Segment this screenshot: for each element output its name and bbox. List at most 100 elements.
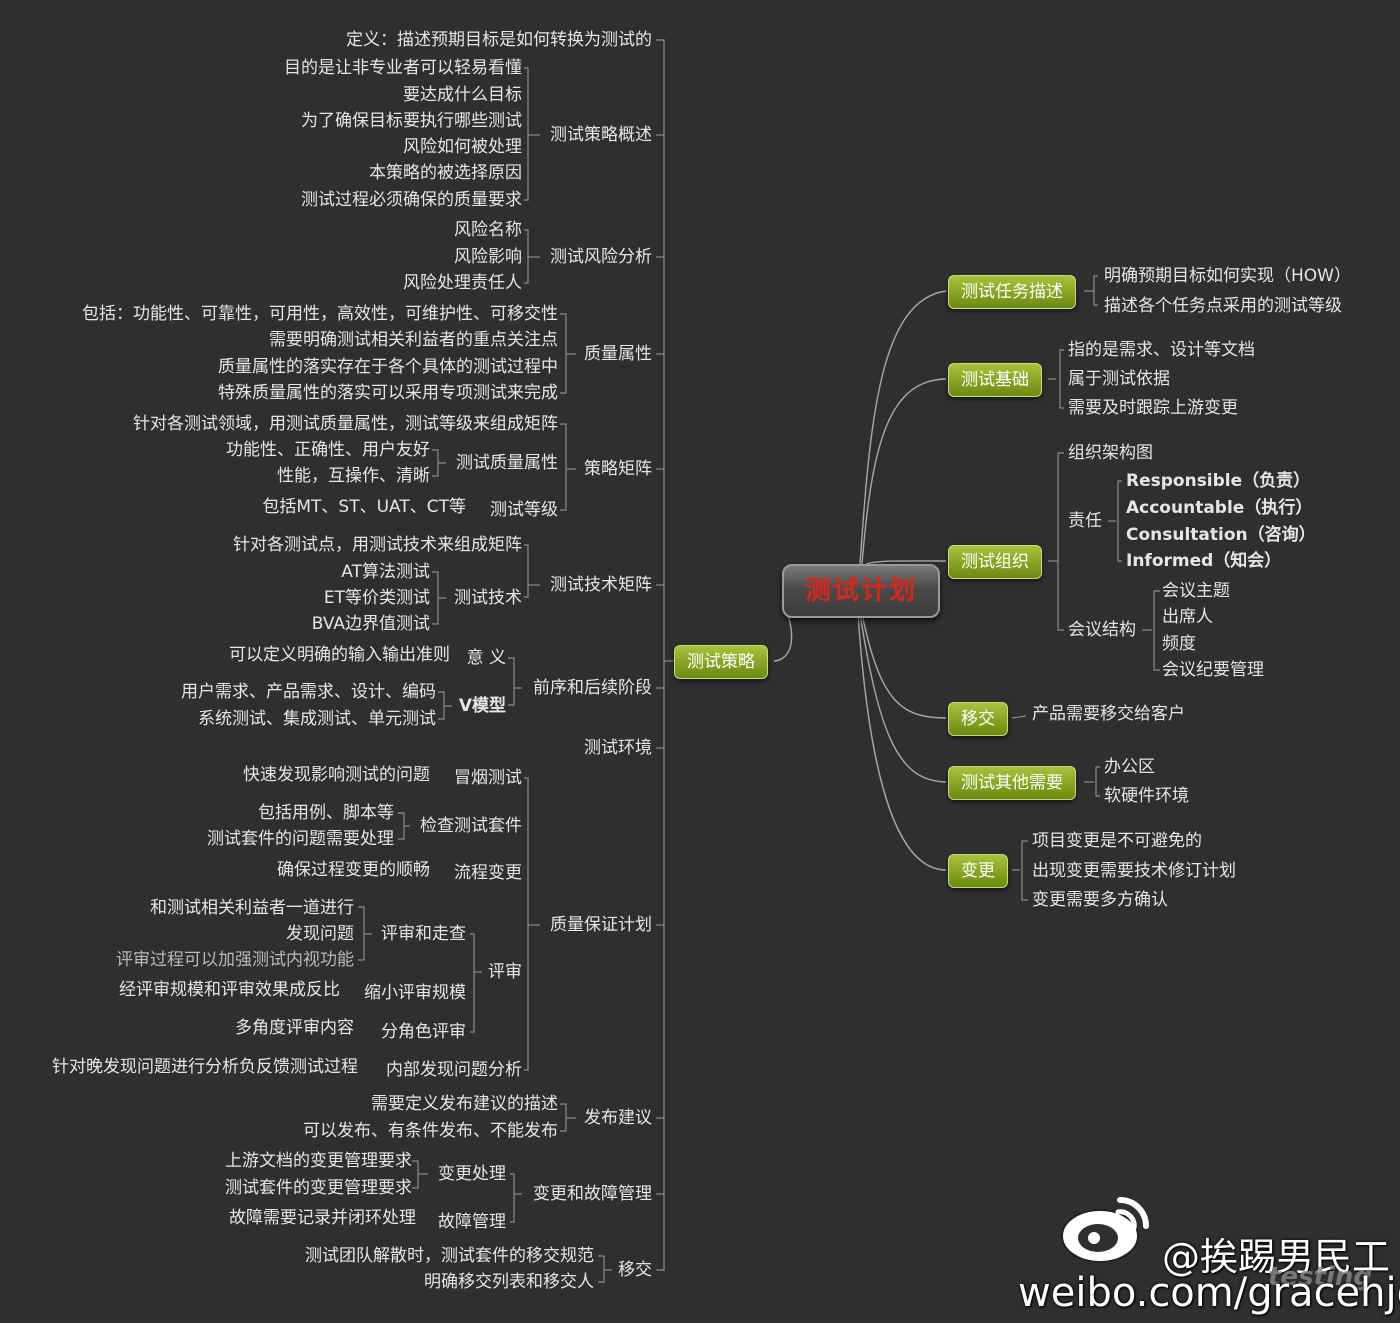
root-node[interactable]: 测试计划 [782, 564, 940, 618]
org-responsibility: 责任 [1068, 511, 1102, 531]
basis-item-docs: 指的是需求、设计等文档 [1068, 340, 1255, 360]
meeting-topic: 会议主题 [1162, 581, 1230, 601]
qa-internal-analysis: 内部发现问题分析 [386, 1060, 522, 1080]
node-test-basis[interactable]: 测试基础 [948, 363, 1042, 397]
overview-item-5: 本策略的被选择原因 [369, 163, 522, 183]
handover-item-1: 测试团队解散时，测试套件的移交规范 [305, 1246, 594, 1266]
walk-item-1: 和测试相关利益者一道进行 [150, 898, 354, 918]
phase-meaning: 意 义 [466, 648, 506, 668]
qa-role-desc: 多角度评审内容 [235, 1018, 354, 1038]
release-item-2: 可以发布、有条件发布、不能发布 [303, 1121, 558, 1141]
risk-item-2: 风险影响 [454, 247, 522, 267]
node-other-needs[interactable]: 测试其他需要 [948, 766, 1076, 800]
matrix-level-desc: 包括MT、ST、UAT、CT等 [262, 497, 466, 517]
change-handle-item-1: 上游文档的变更管理要求 [225, 1151, 412, 1171]
matrix-quality-attr: 测试质量属性 [456, 453, 558, 473]
phase-meaning-desc: 可以定义明确的输入输出准则 [229, 645, 450, 665]
risk-item-1: 风险名称 [454, 220, 522, 240]
quality-item-3: 质量属性的落实存在于各个具体的测试过程中 [218, 357, 558, 377]
qa-shrink-review: 缩小评审规模 [364, 983, 466, 1003]
matrix-test-level: 测试等级 [490, 500, 558, 520]
risk-item-3: 风险处理责任人 [403, 273, 522, 293]
qa-role-review: 分角色评审 [381, 1022, 466, 1042]
change-item-2: 出现变更需要技术修订计划 [1032, 861, 1236, 881]
overview-item-4: 风险如何被处理 [403, 137, 522, 157]
qa-suite: 检查测试套件 [420, 816, 522, 836]
weibo-logo-icon [1061, 1197, 1149, 1263]
change-handle-item-2: 测试套件的变更管理要求 [225, 1178, 412, 1198]
matrix-desc: 针对各测试领域，用测试质量属性，测试等级来组成矩阵 [133, 414, 558, 434]
qa-internal-desc: 针对晚发现问题进行分析负反馈测试过程 [52, 1057, 358, 1077]
node-test-strategy[interactable]: 测试策略 [674, 645, 768, 679]
qa-flow-desc: 确保过程变更的顺畅 [277, 860, 430, 880]
overview-item-6: 测试过程必须确保的质量要求 [301, 190, 522, 210]
node-change[interactable]: 变更 [948, 854, 1008, 888]
qa-shrink-desc: 经评审规模和评审效果成反比 [119, 980, 340, 1000]
tech-title[interactable]: 测试技术矩阵 [550, 575, 652, 595]
qa-suite-item-1: 包括用例、脚本等 [258, 803, 394, 823]
phase-title[interactable]: 前序和后续阶段 [533, 678, 652, 698]
fault-mgmt-desc: 故障需要记录并闭环处理 [229, 1208, 416, 1228]
qa-review: 评审 [488, 962, 522, 982]
tech-item-et: ET等价类测试 [323, 588, 430, 608]
release-item-1: 需要定义发布建议的描述 [371, 1094, 558, 1114]
tech-item-at: AT算法测试 [341, 562, 430, 582]
other-env: 软硬件环境 [1104, 786, 1189, 806]
change-item-3: 变更需要多方确认 [1032, 890, 1168, 910]
matrix-attr-item-1: 功能性、正确性、用户友好 [226, 440, 430, 460]
change-mgmt-title[interactable]: 变更和故障管理 [533, 1184, 652, 1204]
meeting-frequency: 频度 [1162, 634, 1196, 654]
risk-title[interactable]: 测试风险分析 [550, 247, 652, 267]
resp-accountable: Accountable（执行） [1126, 498, 1313, 518]
quality-item-4: 特殊质量属性的落实可以采用专项测试来完成 [218, 383, 558, 403]
change-item-1: 项目变更是不可避免的 [1032, 831, 1202, 851]
watermark-url: weibo.com/gracehjd [1018, 1270, 1400, 1316]
qa-smoke: 冒烟测试 [454, 768, 522, 788]
task-item-how: 明确预期目标如何实现（HOW） [1104, 266, 1351, 286]
meeting-minutes: 会议纪要管理 [1162, 660, 1264, 680]
node-transfer[interactable]: 移交 [948, 702, 1008, 736]
v-model-item-1: 用户需求、产品需求、设计、编码 [181, 682, 436, 702]
basis-item-track: 需要及时跟踪上游变更 [1068, 398, 1238, 418]
handover-title[interactable]: 移交 [618, 1260, 652, 1280]
v-model-item-2: 系统测试、集成测试、单元测试 [198, 709, 436, 729]
phase-v-model: V模型 [458, 696, 506, 716]
qa-flow: 流程变更 [454, 863, 522, 883]
org-meeting-structure: 会议结构 [1068, 620, 1136, 640]
overview-item-1: 目的是让非专业者可以轻易看懂 [284, 58, 522, 78]
walk-item-3: 评审过程可以加强测试内视功能 [116, 950, 354, 970]
test-environment[interactable]: 测试环境 [584, 738, 652, 758]
quality-item-1: 包括：功能性、可靠性，可用性，高效性，可维护性、可移交性 [82, 304, 558, 324]
task-item-level: 描述各个任务点采用的测试等级 [1104, 296, 1342, 316]
qa-smoke-desc: 快速发现影响测试的问题 [243, 765, 430, 785]
quality-title[interactable]: 质量属性 [584, 344, 652, 364]
release-title[interactable]: 发布建议 [584, 1108, 652, 1128]
resp-consultation: Consultation（咨询） [1126, 525, 1316, 545]
matrix-attr-item-2: 性能，互操作、清晰 [277, 466, 430, 486]
qa-title[interactable]: 质量保证计划 [550, 915, 652, 935]
quality-item-2: 需要明确测试相关利益者的重点关注点 [269, 330, 558, 350]
change-handle: 变更处理 [438, 1164, 506, 1184]
node-test-task[interactable]: 测试任务描述 [948, 275, 1076, 309]
other-office: 办公区 [1104, 757, 1155, 777]
resp-responsible: Responsible（负责） [1126, 471, 1311, 491]
resp-informed: Informed（知会） [1126, 551, 1282, 571]
tech-desc: 针对各测试点，用测试技术来组成矩阵 [233, 535, 522, 555]
handover-item-2: 明确移交列表和移交人 [424, 1272, 594, 1292]
matrix-title[interactable]: 策略矩阵 [584, 459, 652, 479]
overview-definition: 定义：描述预期目标是如何转换为测试的 [346, 30, 652, 50]
tech-item-bva: BVA边界值测试 [311, 614, 430, 634]
qa-walkthrough: 评审和走查 [381, 924, 466, 944]
basis-item-basis: 属于测试依据 [1068, 369, 1170, 389]
meeting-attendees: 出席人 [1162, 607, 1213, 627]
watermark-handle: @挨踢男民工 [1162, 1235, 1391, 1279]
watermark-testing: testing [1268, 1262, 1372, 1292]
node-test-org[interactable]: 测试组织 [948, 545, 1042, 579]
overview-item-2: 要达成什么目标 [403, 85, 522, 105]
walk-item-2: 发现问题 [286, 924, 354, 944]
org-chart: 组织架构图 [1068, 443, 1153, 463]
qa-suite-item-2: 测试套件的问题需要处理 [207, 829, 394, 849]
overview-title[interactable]: 测试策略概述 [550, 125, 652, 145]
fault-mgmt: 故障管理 [438, 1212, 506, 1232]
